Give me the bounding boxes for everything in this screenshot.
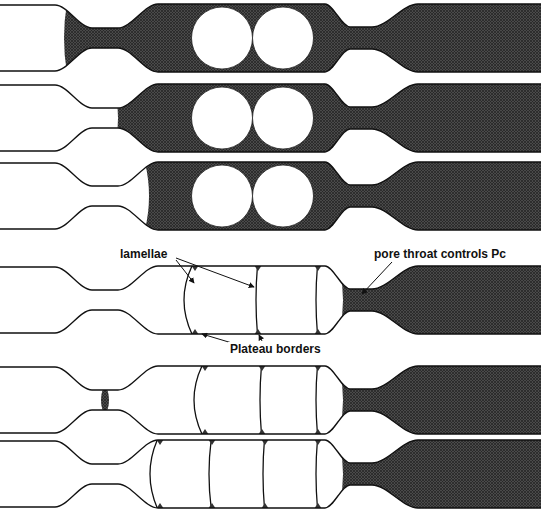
- lamella: [150, 434, 160, 514]
- lamella: [260, 360, 262, 440]
- liquid: [335, 350, 541, 450]
- gas-bubble: [253, 87, 314, 149]
- gas-bubble: [253, 7, 314, 69]
- lamella: [209, 434, 212, 514]
- pore-channel: [0, 350, 541, 450]
- gas-bubble: [192, 165, 253, 227]
- pore-wall: [0, 266, 541, 290]
- leader-line: [362, 262, 392, 294]
- pore-channel: [0, 424, 541, 517]
- pore-wall: [0, 440, 541, 464]
- leader-line: [176, 258, 254, 287]
- lamella: [263, 434, 265, 514]
- lamella: [316, 260, 318, 340]
- liquid: [112, 68, 541, 168]
- pore-wall: [0, 84, 541, 108]
- gas-bubble: [192, 87, 253, 149]
- part-label: Plateau borders: [228, 342, 323, 356]
- liquid: [335, 424, 541, 517]
- gas-bubble: [253, 165, 314, 227]
- liquid: [335, 250, 541, 350]
- pore-wall: [0, 48, 541, 72]
- lamella: [256, 260, 258, 340]
- pore-wall: [0, 128, 541, 152]
- lamella: [316, 360, 318, 440]
- pore-wall: [0, 410, 541, 434]
- leader-line: [259, 335, 262, 341]
- snap-off-lens: [101, 388, 109, 412]
- part-label: lamellae: [118, 247, 169, 261]
- pore-wall: [0, 366, 541, 390]
- pore-wall: [0, 206, 541, 230]
- pore-channel: [0, 68, 541, 168]
- pore-wall: [0, 4, 541, 28]
- pore-channel: [0, 0, 541, 88]
- pore-wall: [0, 310, 541, 334]
- part-label: pore throat controls Pc: [372, 247, 508, 261]
- gas-bubble: [192, 7, 253, 69]
- liquid: [64, 0, 541, 88]
- lamella: [194, 360, 205, 440]
- pore-channel: [0, 146, 541, 246]
- pore-wall: [0, 484, 541, 508]
- pore-channel: [0, 250, 541, 350]
- liquid: [140, 146, 541, 246]
- lamella: [316, 434, 318, 514]
- pore-wall: [0, 162, 541, 186]
